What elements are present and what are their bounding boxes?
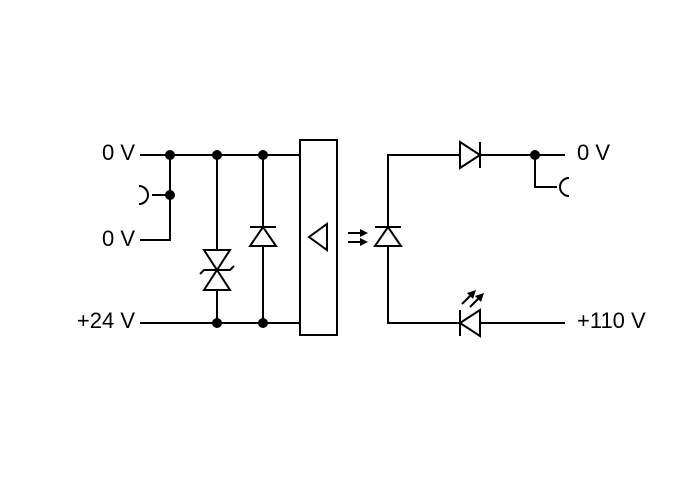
label-left-mid: 0 V [102, 226, 135, 251]
photodiode-icon [373, 225, 403, 247]
label-right-top: 0 V [577, 140, 610, 165]
left-wiring [140, 154, 300, 324]
light-arrows-icon [348, 229, 368, 246]
junction-dot [258, 150, 268, 160]
wire-right-jumper [534, 155, 557, 188]
label-right-bottom: +110 V [577, 308, 646, 333]
jumper-contact-icon [559, 177, 570, 197]
wire-left-mid [140, 155, 171, 241]
right-wiring [387, 154, 565, 324]
led-icon [458, 290, 484, 338]
label-left-top: 0 V [102, 140, 135, 165]
optocoupler-block [299, 139, 338, 336]
junction-dot [530, 150, 540, 160]
junction-dot [212, 318, 222, 328]
junction-dot [165, 150, 175, 160]
jumper-contact-icon [138, 185, 149, 205]
junction-dot [165, 190, 175, 200]
tvs-diode-icon [199, 249, 235, 291]
label-left-bottom: +24 V [77, 308, 135, 333]
output-diode-icon [459, 140, 482, 170]
junction-dot [258, 318, 268, 328]
wire-photodiode-loop [387, 154, 460, 324]
protection-diode-icon [248, 225, 278, 247]
junction-dot [212, 150, 222, 160]
optocoupler-triangle-icon [307, 222, 328, 252]
